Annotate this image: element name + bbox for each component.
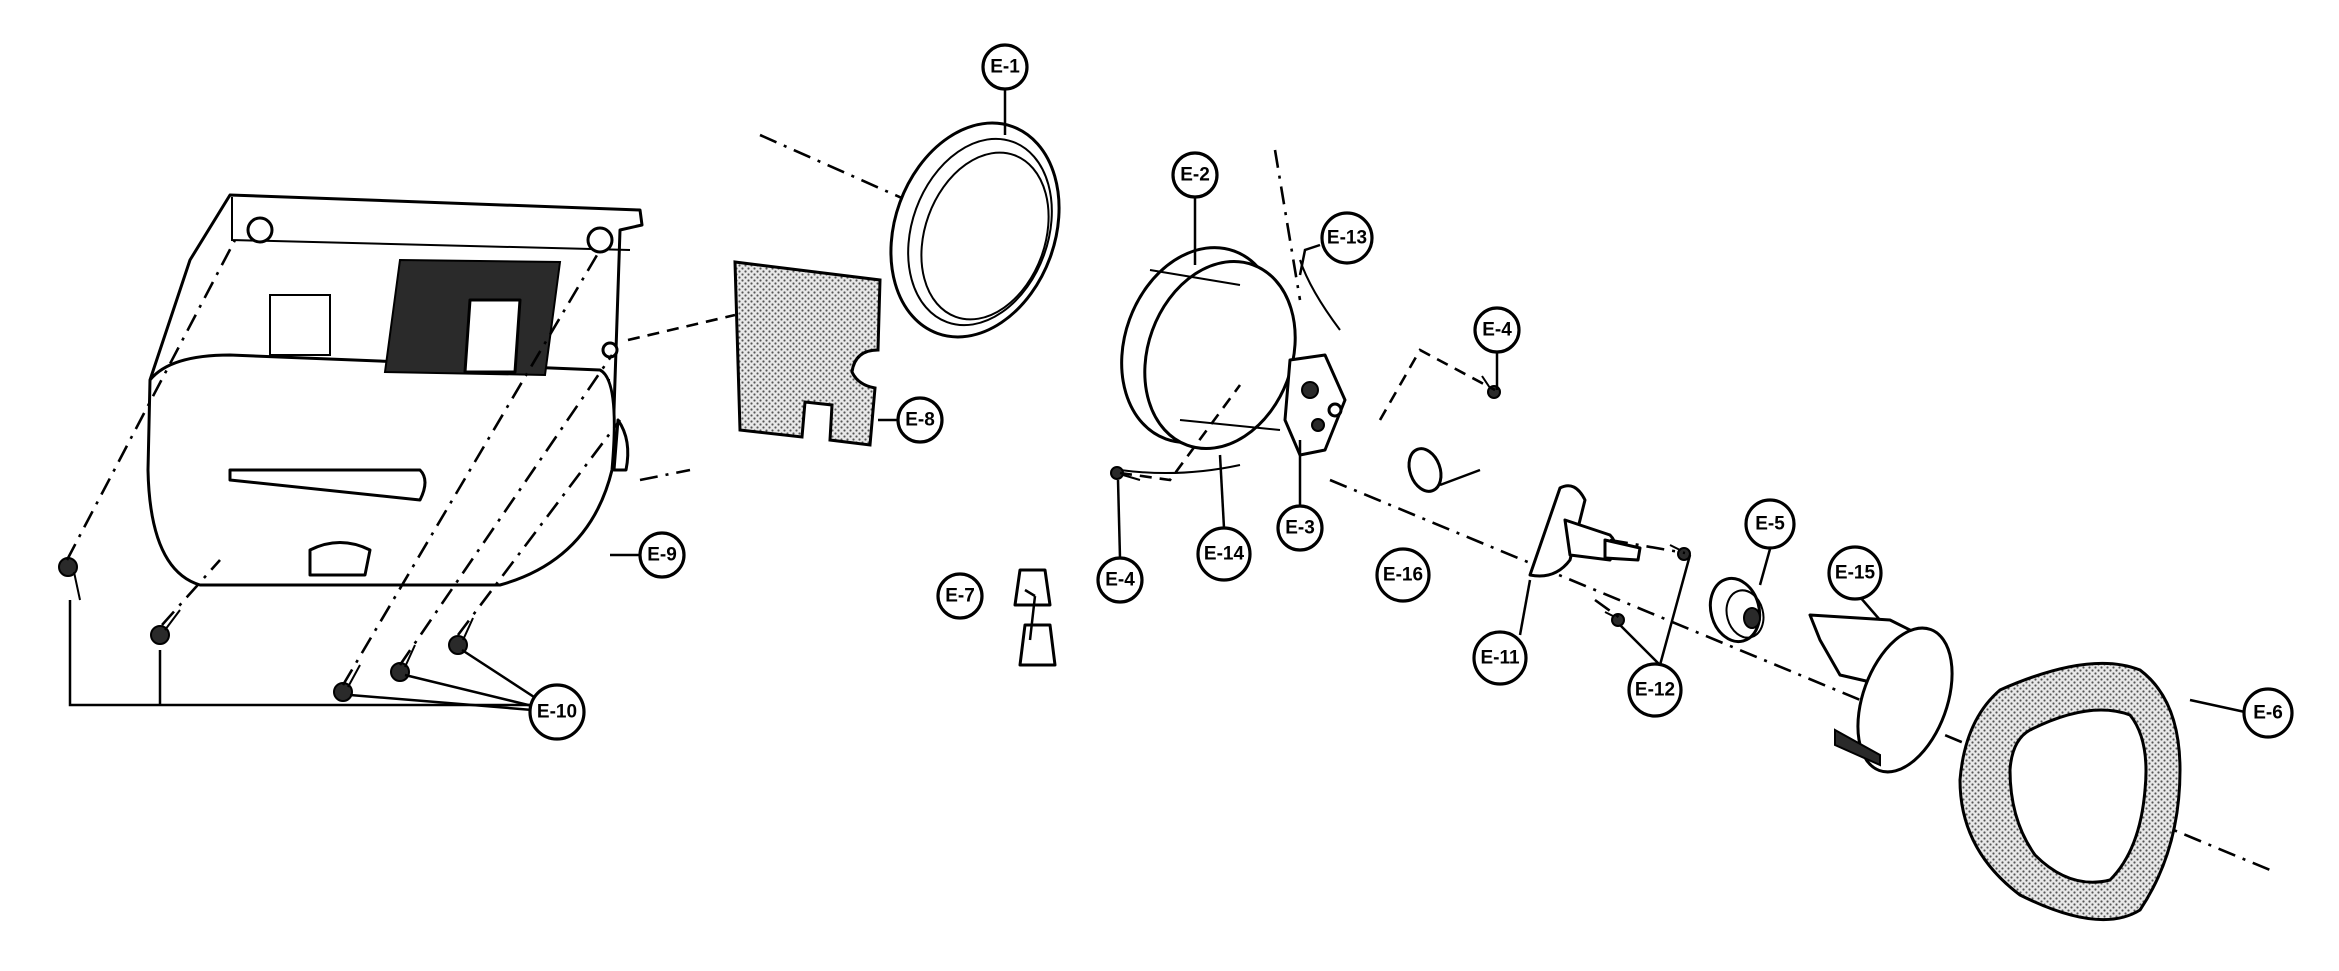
callout-e7: E-7 [936,572,984,620]
callout-e14: E-14 [1196,526,1252,582]
screw [1604,611,1625,627]
screw [150,609,181,645]
wire-lead [1119,464,1241,475]
callout-e8: E-8 [896,396,944,444]
housing-screw-hole [246,216,274,244]
callout-e10-text: E-10 [537,702,577,723]
callout-e1-text: E-1 [990,57,1020,78]
cover-part [1958,661,2182,922]
callout-e13-text: E-13 [1327,228,1367,249]
callout-e6: E-6 [2242,687,2294,739]
callout-e16-text: E-16 [1383,565,1423,586]
motor-end-plate [1283,353,1347,457]
callout-e1: E-1 [981,43,1029,91]
callout-e11: E-11 [1472,630,1528,686]
wire-lead [1299,259,1341,331]
screw [448,617,474,655]
callout-e4-bottom-text: E-4 [1105,570,1135,591]
callout-e3: E-3 [1276,504,1324,552]
callout-e3-text: E-3 [1285,518,1315,539]
callout-e2-text: E-2 [1180,165,1210,186]
guide-lines [65,239,1686,686]
callout-e11-text: E-11 [1480,648,1520,669]
bearing-plate-part [1528,484,1642,578]
fan-housing-part [1808,613,1954,774]
impeller-part [1708,576,1765,644]
screw [1669,544,1691,561]
callout-e13: E-13 [1320,211,1374,265]
callout-e12-text: E-12 [1635,680,1675,701]
housing-screw-hole [601,341,619,359]
callout-e4-top-text: E-4 [1482,320,1512,341]
callout-e9: E-9 [638,531,686,579]
callout-e14-text: E-14 [1204,544,1245,565]
callout-e16: E-16 [1375,547,1431,603]
wire-nut-part [1013,568,1057,667]
motor-part [1120,246,1347,457]
housing-screw-hole [586,226,614,254]
callout-e2: E-2 [1171,151,1219,199]
callout-e7-text: E-7 [945,586,975,607]
callout-e8-text: E-8 [905,410,935,431]
callout-e12: E-12 [1627,662,1683,718]
filter-pad-part [733,260,882,447]
callout-e9-text: E-9 [647,545,677,566]
callout-e4-bottom: E-4 [1096,556,1144,604]
callout-e15-text: E-15 [1835,563,1876,584]
callout-e4-top: E-4 [1473,306,1521,354]
callout-e6-text: E-6 [2253,703,2283,724]
callout-e5: E-5 [1744,498,1796,550]
ring-part [889,121,1061,339]
screw [58,557,81,601]
callout-e5-text: E-5 [1755,514,1785,535]
housing-grille [383,258,562,377]
washer-part [1407,447,1443,493]
housing-part [146,193,644,587]
assembly-axis-lines [759,133,2271,872]
callout-e15: E-15 [1827,545,1883,601]
callout-e10: E-10 [528,683,586,741]
